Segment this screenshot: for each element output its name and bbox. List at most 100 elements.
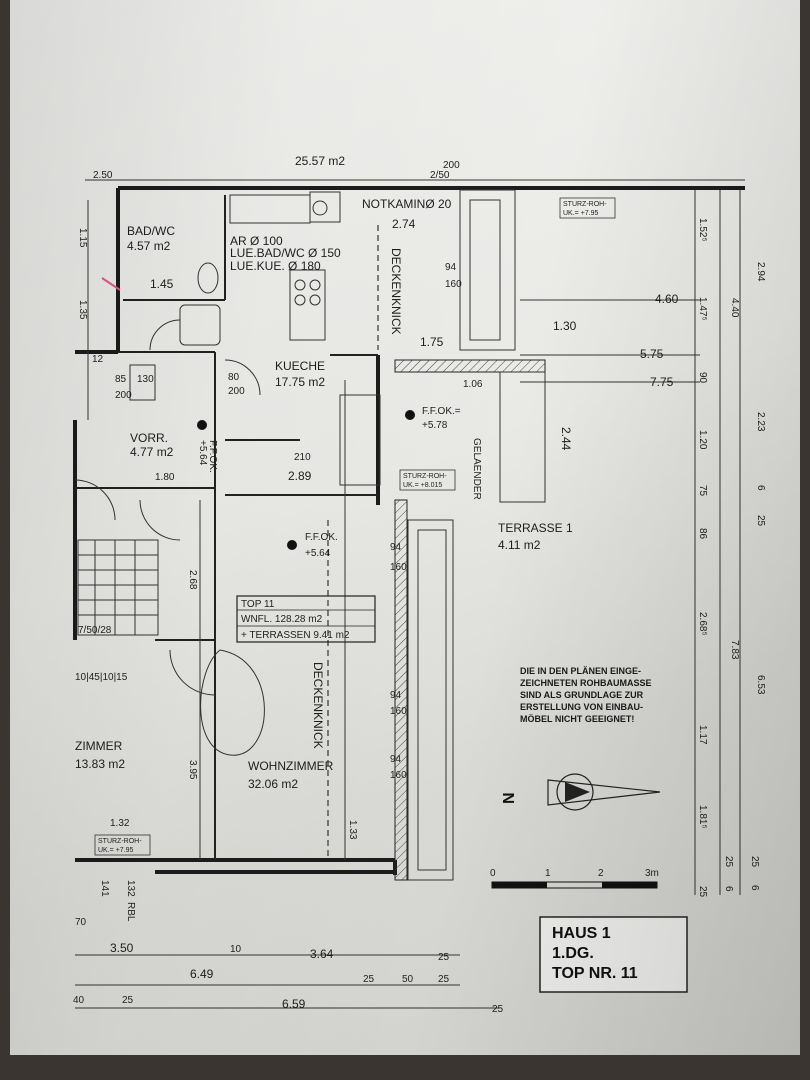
notkamin-label: NOTKAMINØ 20: [362, 197, 452, 211]
svg-text:UK.= +7.95: UK.= +7.95: [98, 847, 134, 854]
sturz-tag-2: STURZ-ROH- UK.= +8.015: [399, 469, 456, 491]
dim-1-80: 1.80: [155, 472, 175, 483]
svg-text:12: 12: [92, 354, 104, 365]
svg-text:85: 85: [115, 374, 127, 385]
svg-text:3.50: 3.50: [110, 941, 134, 955]
svg-text:STURZ-ROH-: STURZ-ROH-: [563, 201, 607, 208]
svg-text:MÖBEL NICHT GEEIGNET!: MÖBEL NICHT GEEIGNET!: [520, 714, 634, 724]
bottom-dimension-texts: 3.50 10 3.64 25 6.49 25 50 25 40 25 6.59…: [73, 941, 504, 1015]
deckenknick-lower: DECKENKNICK: [311, 662, 325, 749]
svg-text:70: 70: [75, 917, 87, 928]
svg-text:2.68⁵: 2.68⁵: [697, 612, 708, 636]
dim-2-89: 2.89: [288, 469, 312, 483]
svg-text:25: 25: [492, 1004, 504, 1015]
svg-text:25: 25: [755, 515, 766, 527]
svg-text:1.35: 1.35: [77, 300, 88, 320]
svg-text:RBL: RBL: [125, 902, 136, 922]
room-kueche-area: 17.75 m2: [275, 375, 325, 389]
svg-text:3m: 3m: [645, 868, 659, 879]
drawing-note: DIE IN DEN PLÄNEN EINGE- ZEICHNETEN ROHB…: [520, 666, 652, 724]
svg-text:130: 130: [137, 374, 154, 385]
svg-text:1: 1: [545, 868, 551, 879]
svg-text:50: 50: [402, 974, 414, 985]
dimension-lines: [75, 179, 745, 1009]
svg-text:+5.64: +5.64: [305, 548, 331, 559]
level-marker-1: F.F.OK. +5.64: [197, 420, 218, 473]
svg-text:7.75: 7.75: [650, 375, 674, 389]
svg-text:STURZ-ROH-: STURZ-ROH-: [98, 838, 142, 845]
dim-94-bottom: 94: [390, 754, 402, 765]
dim-2-68: 2.68: [187, 570, 198, 590]
deckenknick-upper: DECKENKNICK: [389, 248, 403, 335]
svg-text:UK.= +7.95: UK.= +7.95: [563, 210, 599, 217]
svg-text:6.53: 6.53: [755, 675, 766, 695]
room-vorr-area: 4.77 m2: [130, 445, 174, 459]
door-swings: [74, 319, 265, 756]
svg-text:6: 6: [749, 885, 760, 891]
north-arrow: N: [501, 773, 661, 811]
svg-text:STURZ-ROH-: STURZ-ROH-: [403, 473, 447, 480]
dim-160-bottom: 160: [390, 770, 407, 781]
svg-text:F.F.OK.: F.F.OK.: [207, 440, 218, 473]
svg-text:6.59: 6.59: [282, 997, 306, 1011]
svg-text:F.F.OK.: F.F.OK.: [305, 532, 338, 543]
svg-text:WNFL. 128.28 m2: WNFL. 128.28 m2: [241, 614, 323, 625]
unit-summary-box: TOP 11 WNFL. 128.28 m2 + TERRASSEN 9.41 …: [236, 595, 376, 643]
room-kueche-name: KUECHE: [275, 359, 325, 373]
room-wohnzimmer-name: WOHNZIMMER: [248, 759, 334, 773]
staircase: [77, 539, 159, 636]
svg-text:75: 75: [697, 485, 708, 497]
dim-top-200: 200: [443, 160, 460, 171]
svg-text:141: 141: [99, 880, 110, 897]
svg-text:90: 90: [697, 372, 708, 384]
svg-text:25: 25: [438, 974, 450, 985]
svg-text:1.20: 1.20: [697, 430, 708, 450]
scale-bar: 0 1 2 3m: [490, 868, 659, 889]
sturz-tag-1: STURZ-ROH- UK.= +7.95: [559, 197, 616, 219]
lue-bad-label: LUE.BAD/WC Ø 150: [230, 246, 341, 260]
right-dimension-texts: 1.52⁵ 1.47⁵ 90 1.20 75 86 2.68⁵ 1.17 1.8…: [697, 218, 766, 898]
svg-text:1.15: 1.15: [77, 228, 88, 248]
fixtures: [129, 194, 328, 401]
svg-text:25: 25: [438, 952, 450, 963]
svg-text:1.06: 1.06: [463, 379, 483, 390]
dim-top-2-50: 2/50: [430, 170, 450, 181]
svg-text:25: 25: [723, 856, 734, 868]
svg-text:ZEICHNETEN ROHBAUMASSE: ZEICHNETEN ROHBAUMASSE: [520, 678, 652, 688]
pen-mark: [101, 277, 121, 291]
svg-text:1.52⁵: 1.52⁵: [697, 218, 708, 242]
dim-160-mid: 160: [390, 562, 407, 573]
svg-text:SIND ALS GRUNDLAGE ZUR: SIND ALS GRUNDLAGE ZUR: [520, 690, 644, 700]
dim-160-upper: 160: [445, 279, 462, 290]
stair-dims: 7/50/28: [78, 625, 112, 636]
dim-45-chain: 10|45|10|15: [75, 672, 128, 683]
svg-text:7.83: 7.83: [729, 640, 740, 660]
svg-text:DIE IN DEN PLÄNEN EINGE-: DIE IN DEN PLÄNEN EINGE-: [520, 666, 641, 676]
ar-label: AR Ø 100: [230, 234, 283, 248]
svg-text:132: 132: [125, 880, 136, 897]
svg-text:2: 2: [598, 868, 604, 879]
dim-top-left: 2.50: [93, 170, 113, 181]
level-marker-3: F.F.OK. +5.64: [287, 532, 338, 559]
ceiling-break-lines: [327, 225, 379, 860]
dim-210: 210: [294, 452, 311, 463]
svg-text:+5.78: +5.78: [422, 420, 448, 431]
svg-text:25: 25: [749, 856, 760, 868]
svg-text:200: 200: [115, 390, 132, 401]
dim-2-74: 2.74: [392, 217, 416, 231]
left-dimension-texts: 1.15 1.35 1.45 12 85 130 200 1.32 141 13…: [75, 228, 174, 928]
dim-80: 80: [228, 372, 240, 383]
svg-text:6.49: 6.49: [190, 967, 214, 981]
svg-text:6: 6: [755, 485, 766, 491]
dim-1-33: 1.33: [347, 820, 358, 840]
dim-94-upper: 94: [445, 262, 457, 273]
svg-text:10: 10: [230, 944, 242, 955]
room-terrasse-area: 4.11 m2: [498, 538, 541, 552]
svg-text:5.75: 5.75: [640, 347, 664, 361]
svg-text:2.44: 2.44: [559, 427, 573, 451]
svg-text:40: 40: [73, 995, 85, 1006]
svg-text:1.45: 1.45: [150, 277, 174, 291]
window-openings: [407, 189, 546, 881]
room-vorr-name: VORR.: [130, 431, 168, 445]
room-terrasse-name: TERRASSE 1: [498, 521, 573, 535]
